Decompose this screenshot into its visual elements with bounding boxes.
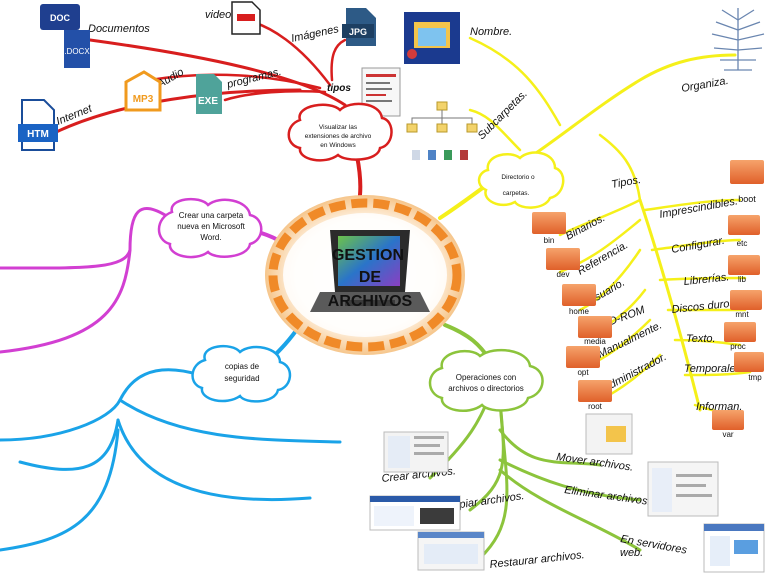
cloud-copias: copias de seguridad (191, 344, 292, 403)
svg-text:nueva en Microsoft: nueva en Microsoft (177, 222, 245, 231)
video-file-icon (231, 1, 261, 35)
screenshot-copiar-thumbnail (369, 495, 461, 531)
label-texto: Texto. (686, 333, 716, 345)
screenshot-restaurar-thumbnail (417, 531, 485, 571)
label-web: web. (620, 547, 643, 559)
tree-icon (711, 8, 765, 71)
folder-name-thumbnail (404, 12, 460, 64)
svg-text:copias de: copias de (225, 362, 260, 371)
svg-text:Operaciones con: Operaciones con (456, 373, 516, 382)
center-title-line1: GESTION (332, 247, 404, 264)
svg-text:boot: boot (738, 194, 756, 204)
label-configurar: Configurar. (670, 235, 725, 256)
label-binarios: Binarios. (564, 212, 607, 243)
label-video: video (205, 9, 231, 21)
subfolder-diagram (406, 101, 478, 160)
label-discos-duros: Discos duros. (671, 297, 739, 316)
svg-text:archivos o directorios: archivos o directorios (448, 384, 524, 393)
cloud-visualizar: Visualizar las extensiones de archivo en… (287, 102, 393, 162)
svg-text:proc: proc (730, 342, 746, 351)
cloud-crear-carpeta: Crear una carpeta nueva en Microsoft Wor… (157, 197, 263, 259)
doc-file-icon: DOC (40, 4, 80, 30)
svg-text:bin: bin (544, 236, 555, 245)
svg-text:opt: opt (577, 368, 589, 377)
svg-text:Directorio o: Directorio o (501, 174, 535, 181)
svg-text:tmp: tmp (748, 373, 762, 382)
cloud-operaciones: Operaciones con archivos o directorios (428, 348, 544, 413)
svg-text:extensiones de archivo: extensiones de archivo (305, 133, 372, 140)
center-title-line3: ARCHIVOS (328, 293, 413, 310)
mp3-file-icon: MP3 (124, 70, 162, 112)
folder-lib-icon: lib (728, 255, 760, 284)
screenshot-mover-thumbnail (585, 413, 633, 455)
svg-text:lib: lib (738, 275, 747, 284)
svg-text:media: media (584, 337, 606, 346)
folder-var-icon: var (712, 410, 744, 439)
label-eliminar-archivos: Eliminar archivos. (564, 484, 652, 508)
svg-text:etc: etc (737, 239, 748, 248)
screenshot-crear-thumbnail (383, 431, 449, 473)
folder-root-icon: root (578, 380, 612, 411)
label-referencia: Referencia. (576, 239, 631, 278)
label-librerias: Librerías. (683, 271, 730, 288)
svg-text:en Windows: en Windows (320, 142, 356, 149)
docx-file-icon: .DOCX (64, 30, 90, 68)
exe-file-icon: EXE (196, 74, 222, 114)
label-restaurar-archivos: Restaurar archivos. (489, 549, 585, 571)
laptop-icon (310, 230, 430, 312)
svg-text:mnt: mnt (735, 310, 749, 319)
screenshot-servidores-thumbnail (703, 523, 765, 573)
htm-file-icon: HTM (18, 99, 58, 151)
svg-text:JPG: JPG (349, 27, 367, 37)
blue-branch (0, 323, 342, 552)
label-tipos-yellow: Tipos. (610, 174, 641, 191)
svg-text:carpetas.: carpetas. (503, 190, 530, 197)
svg-text:HTM: HTM (27, 129, 49, 140)
svg-text:.DOCX: .DOCX (64, 47, 90, 56)
screenshot-eliminar-thumbnail (647, 461, 719, 517)
label-imprescindibles: Imprescindibles. (658, 195, 738, 221)
svg-text:dev: dev (557, 270, 570, 279)
svg-text:root: root (588, 402, 603, 411)
center-title-line2: DE (359, 269, 382, 286)
folder-mnt-icon: mnt (730, 290, 762, 319)
label-tipos-red: tipos (327, 83, 351, 94)
folder-boot-icon: boot (730, 160, 764, 204)
central-node: GESTION DE ARCHIVOS (265, 195, 465, 355)
svg-text:Visualizar las: Visualizar las (319, 124, 358, 131)
svg-text:home: home (569, 307, 590, 316)
svg-text:EXE: EXE (198, 96, 218, 107)
label-nombre: Nombre. (470, 26, 512, 38)
folder-etc-icon: etc (728, 215, 760, 248)
cloud-directorio: Directorio o carpetas. (477, 151, 565, 209)
svg-text:seguridad: seguridad (224, 374, 259, 383)
jpg-file-icon: JPG (342, 8, 376, 46)
folder-home-icon: home (562, 284, 596, 316)
folder-dev-icon: dev (546, 248, 580, 279)
folder-media-icon: media (578, 316, 612, 346)
svg-text:DOC: DOC (50, 13, 71, 23)
svg-text:Crear una carpeta: Crear una carpeta (179, 211, 244, 220)
label-temporales: Temporales. (684, 363, 744, 375)
svg-text:Word.: Word. (200, 233, 221, 242)
svg-text:MP3: MP3 (133, 94, 154, 105)
folder-bin-icon: bin (532, 212, 566, 245)
label-organiza: Organiza. (680, 75, 729, 95)
folder-proc-icon: proc (724, 322, 756, 351)
svg-text:var: var (722, 430, 733, 439)
folder-tmp-icon: tmp (734, 352, 764, 382)
red-branch (48, 18, 363, 197)
label-documentos: Documentos (88, 23, 150, 35)
folder-opt-icon: opt (566, 346, 600, 377)
label-imagenes: Imágenes (290, 23, 340, 45)
